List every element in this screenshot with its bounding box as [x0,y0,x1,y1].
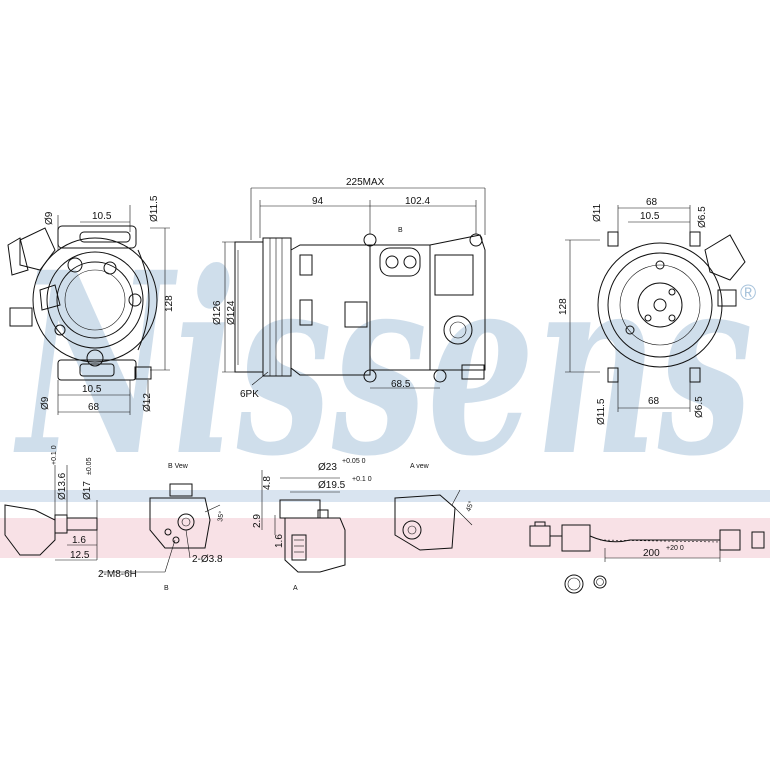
side-view: 225MAX 94 102.4 Ø126 Ø124 6PK 68.5 B [212,177,486,400]
dim-16b: 1.6 [274,534,285,548]
dim-128-right: 128 [558,298,569,315]
section-a: 4.8 2.9 1.6 Ø23 +0.05 0 Ø19.5 +0.1 0 A [252,458,372,592]
dim-m8: 2-M8-6H [98,569,137,580]
dim-d12-bl: Ø12 [142,393,153,412]
dim-d65-tr: Ø6.5 [697,206,708,228]
dim-68-bl: 68 [88,402,100,413]
left-end-view: Ø9 Ø11.5 10.5 128 Ø9 10.5 68 Ø12 [7,195,175,415]
dim-d126: Ø126 [212,300,223,325]
dim-d115-br: Ø11.5 [596,398,607,425]
dim-105-bl: 10.5 [82,384,102,395]
dim-48: 4.8 [262,476,273,490]
connector-harness: 200 +20 0 [529,521,765,562]
o-rings [564,574,607,594]
label-b-view: B Vew [168,463,189,470]
dim-125: 12.5 [70,550,90,561]
label-a: A [293,585,298,592]
dim-68-br: 68 [648,396,660,407]
brand-watermark: Nissens [13,217,753,511]
dim-d23: Ø23 [318,462,337,473]
dim-d11-tr: Ø11 [592,203,603,222]
dim-94: 94 [312,196,324,207]
b-view: B Vew 2-M8-6H 2-Ø3.8 35° B [98,463,226,592]
registered-mark: ® [740,280,756,305]
label-b: B [164,585,169,592]
dim-128-left: 128 [164,295,175,312]
dim-d136: Ø13.6 [57,472,68,500]
pink-band [0,518,770,558]
dim-d65-br: Ø6.5 [694,396,705,418]
dim-d115-tl: Ø11.5 [149,195,160,222]
a-view: A vew 45° [394,463,476,551]
label-b-mark: B [398,227,403,234]
dim-68-tr: 68 [646,197,658,208]
label-a-view: A vew [410,463,430,470]
port-detail: Ø13.6 +0.1 0 Ø17 ±0.05 1.6 12.5 [4,445,98,561]
right-end-view: Ø11 68 10.5 Ø6.5 128 Ø11.5 68 Ø6.5 [558,197,746,425]
dim-d17-tol: ±0.05 [86,457,93,475]
dim-d124: Ø124 [226,300,237,325]
dim-105-tr: 10.5 [640,211,660,222]
dim-105-tl: 10.5 [92,211,112,222]
dim-d195: Ø19.5 [318,480,346,491]
dim-d9-bl: Ø9 [40,396,51,410]
dim-35deg: 35° [216,510,226,522]
dim-d23-tol: +0.05 0 [342,458,366,465]
dim-200: 200 [643,548,660,559]
dim-d17: Ø17 [82,481,93,500]
dim-200-tol: +20 0 [666,545,684,552]
dim-16: 1.6 [72,535,86,546]
dim-29: 2.9 [252,514,263,528]
dim-685: 68.5 [391,379,411,390]
dim-d38: 2-Ø3.8 [192,554,223,565]
dim-1024: 102.4 [405,196,430,207]
dim-225max: 225MAX [346,177,385,188]
dim-d136-tol: +0.1 0 [51,445,58,465]
dim-6pk: 6PK [240,389,259,400]
dim-45deg: 45° [464,500,475,513]
dim-d9-tl: Ø9 [44,211,55,225]
dim-d195-tol: +0.1 0 [352,476,372,483]
